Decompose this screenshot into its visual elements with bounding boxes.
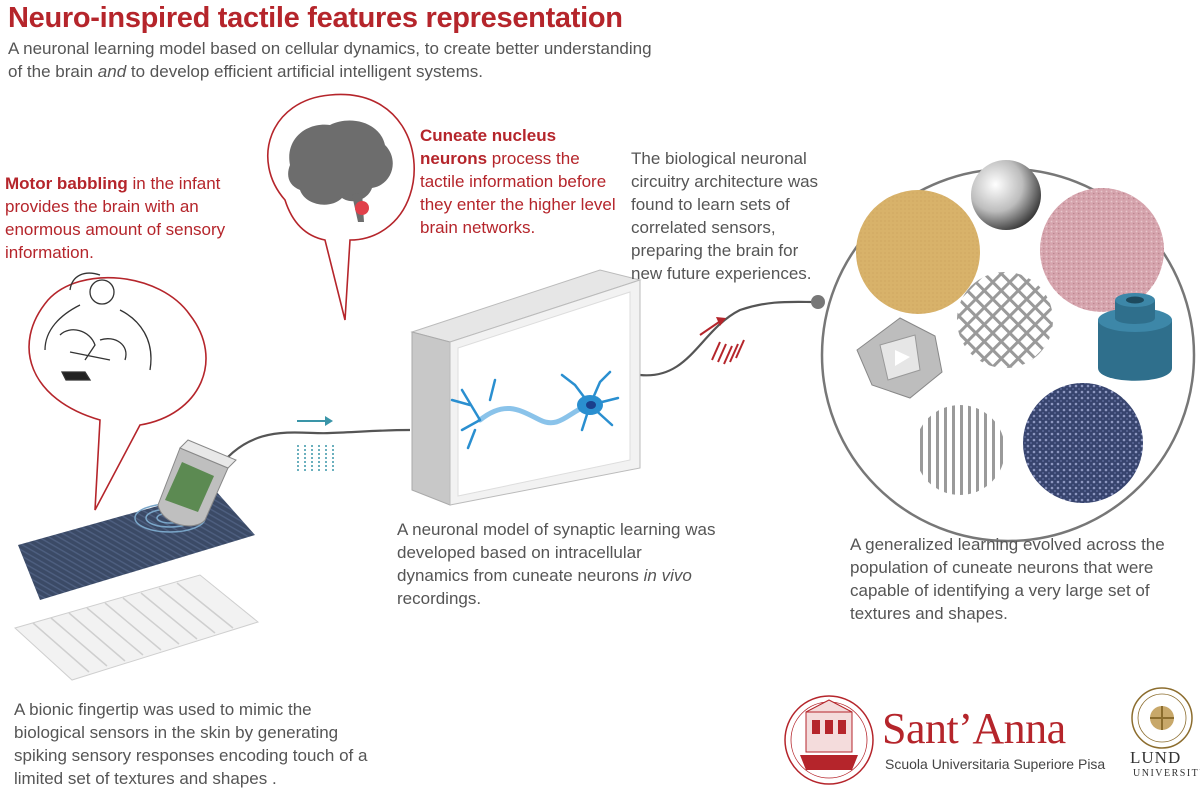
texture-disc: [1023, 383, 1143, 503]
brain-icon: [288, 120, 393, 222]
infant-babbling-illustration: [44, 272, 152, 381]
santanna-logo-name: Sant’Anna: [882, 704, 1066, 753]
red-arrow: [699, 319, 723, 336]
texture-disc: [1040, 188, 1164, 312]
ridged-texture-plate: [14, 574, 260, 681]
stripes-disc: [915, 405, 1005, 495]
neuron-model-box: [410, 269, 642, 506]
subtitle-line-1: A neuronal learning model based on cellu…: [8, 39, 652, 58]
circle-connector-dot: [811, 295, 825, 309]
spike-train-red: [711, 339, 745, 365]
cuneate-caption: Cuneate nucleus neurons process the tact…: [420, 126, 616, 237]
santanna-logo-subtitle: Scuola Universitaria Superiore Pisa: [885, 756, 1106, 772]
bionic-fingertip-caption: A bionic fingertip was used to mimic the…: [14, 700, 368, 788]
brain-speech-bubble: [267, 93, 415, 321]
motor-babbling-caption: Motor babbling in the infant provides th…: [5, 174, 226, 262]
icosahedron-icon: [856, 317, 943, 399]
infant-speech-bubble: [28, 272, 207, 511]
bionic-fingertip-illustration: [18, 439, 255, 600]
cylinder-cap-icon: [1098, 293, 1172, 381]
textures-circle: [820, 160, 1196, 543]
flow-lines: [214, 300, 819, 474]
sphere-icon: [971, 160, 1041, 230]
lund-logo-name: LUND: [1130, 748, 1182, 767]
subtitle-line-2: of the brain and to develop efficient ar…: [8, 62, 484, 81]
spike-train-teal: [297, 445, 334, 472]
lund-logo-subtitle: UNIVERSITY: [1133, 768, 1200, 779]
neuron-icon: [450, 370, 620, 450]
generalized-learning-caption: A generalized learning evolved across th…: [850, 535, 1165, 623]
texture-disc: [856, 190, 980, 314]
biological-circuitry-caption: The biological neuronal circuitry archit…: [631, 149, 819, 283]
neuronal-model-caption: A neuronal model of synaptic learning wa…: [397, 520, 716, 608]
mesh-grid-disc: [957, 272, 1053, 368]
santanna-seal-logo: [784, 695, 874, 785]
page-title: Neuro-inspired tactile features represen…: [8, 2, 623, 34]
lund-seal-logo: [1131, 687, 1193, 749]
